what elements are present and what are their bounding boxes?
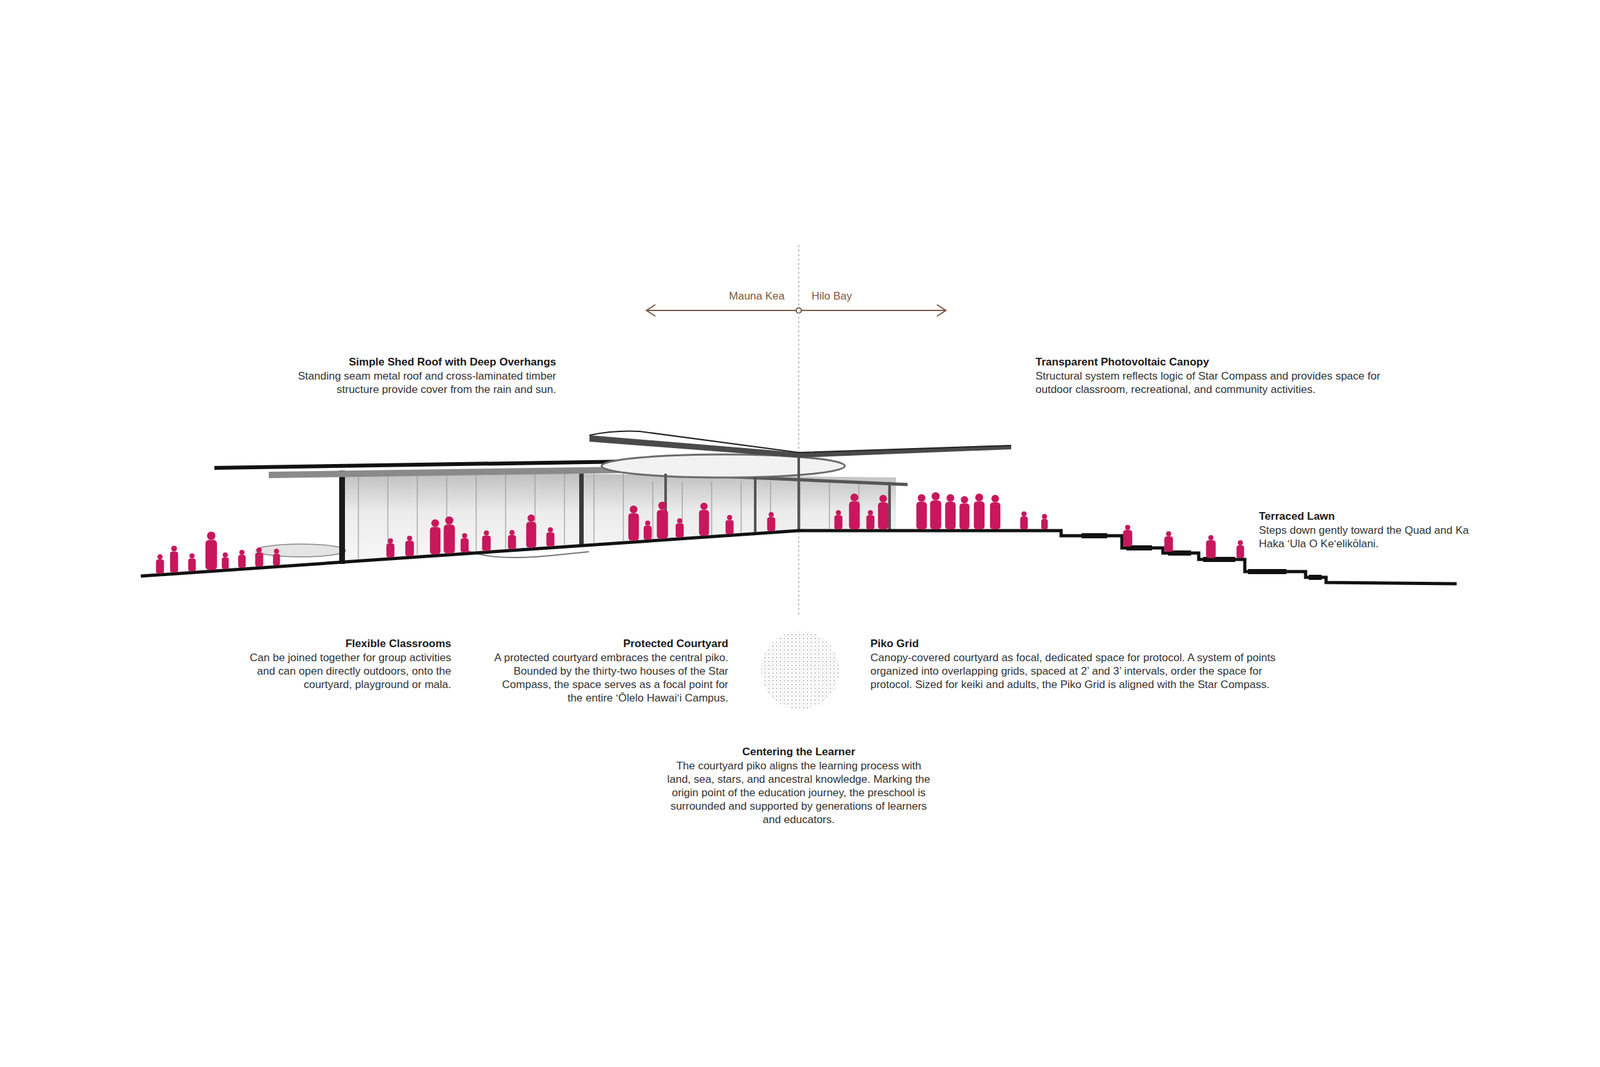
shed-roof — [214, 461, 628, 468]
building-interior — [341, 471, 896, 562]
mullion — [475, 472, 477, 552]
mullion — [711, 481, 712, 535]
mullion — [416, 473, 418, 555]
person-figure — [698, 502, 710, 536]
person-figure — [849, 493, 861, 530]
callout-heading: Simple Shed Roof with Deep Overhangs — [172, 355, 557, 369]
callout-heading: Centering the Learner — [664, 744, 934, 759]
mullion — [652, 481, 653, 539]
mullion — [593, 471, 594, 543]
person-figure — [546, 527, 555, 547]
callout-body: Canopy-covered courtyard as focal, dedic… — [870, 650, 1287, 692]
callout-body: Standing seam metal roof and cross-lamin… — [271, 369, 557, 397]
person-figure — [974, 493, 985, 530]
mullions — [358, 470, 889, 559]
canopy-ring — [601, 454, 845, 478]
person-figure — [238, 549, 246, 568]
person-figure — [430, 519, 441, 555]
axis-line — [798, 245, 800, 617]
callout-heading: Flexible Classrooms — [195, 636, 452, 651]
direction-label: Hilo Bay — [811, 289, 940, 303]
person-figure — [643, 520, 653, 540]
callout-heading: Protected Courtyard — [472, 636, 729, 651]
person-figure — [156, 554, 165, 574]
person-figure — [481, 530, 491, 552]
person-figure — [508, 529, 517, 550]
callout-body: The courtyard piko aligns the learning p… — [664, 759, 934, 827]
mullion — [563, 471, 565, 545]
mullion — [828, 481, 830, 529]
person-figure — [628, 505, 640, 541]
person-figure — [386, 538, 395, 558]
person-figure — [205, 531, 217, 570]
callout-heading: Terraced Lawn — [1258, 509, 1451, 523]
direction-label: Mauna Kea — [656, 289, 785, 303]
callout-body: Structural system reflects logic of Star… — [1035, 369, 1407, 397]
person-figure — [834, 510, 843, 530]
person-figure — [188, 552, 196, 571]
pv-canopy-top — [589, 431, 1012, 453]
person-figure — [929, 492, 941, 530]
callout-heading: Piko Grid — [870, 636, 1127, 651]
person-figure — [959, 496, 970, 530]
direction-arrow — [646, 304, 946, 317]
shed-roof-soffit — [268, 469, 628, 475]
person-figure — [1164, 531, 1173, 552]
person-figure — [916, 494, 928, 530]
person-figure — [1205, 535, 1216, 559]
person-figure — [1020, 511, 1028, 530]
bench — [256, 544, 346, 557]
piko-grid-symbol — [760, 631, 840, 710]
pv-canopy — [589, 435, 1012, 458]
person-figure — [675, 518, 685, 538]
person-figure — [222, 552, 230, 569]
mullion — [622, 470, 624, 541]
mullion — [357, 474, 359, 560]
callout-heading: Transparent Photovoltaic Canopy — [1035, 355, 1420, 369]
person-figure — [1236, 540, 1245, 559]
mullion — [504, 472, 506, 549]
person-figure — [405, 535, 414, 557]
person-figure — [526, 514, 537, 548]
person-figure — [878, 494, 889, 530]
wall — [339, 470, 345, 564]
person-figure — [656, 501, 668, 539]
person-figure — [1123, 524, 1133, 547]
person-figure — [255, 547, 264, 567]
person-figure — [273, 548, 281, 566]
person-figure — [1041, 513, 1048, 530]
person-figure — [945, 494, 957, 530]
people — [156, 492, 1245, 574]
wall — [579, 471, 584, 547]
person-figure — [460, 533, 470, 553]
person-figure — [725, 514, 735, 534]
person-figure — [990, 494, 1001, 530]
callout-body: Steps down gently toward the Quad and Ka… — [1258, 523, 1477, 551]
person-figure — [443, 516, 455, 554]
callout-body: Can be joined together for group activit… — [230, 650, 452, 692]
person-figure — [866, 510, 875, 530]
mullion — [740, 481, 742, 533]
person-figure — [767, 512, 776, 532]
person-figure — [170, 545, 179, 573]
callout-body: A protected courtyard embraces the centr… — [491, 650, 729, 705]
